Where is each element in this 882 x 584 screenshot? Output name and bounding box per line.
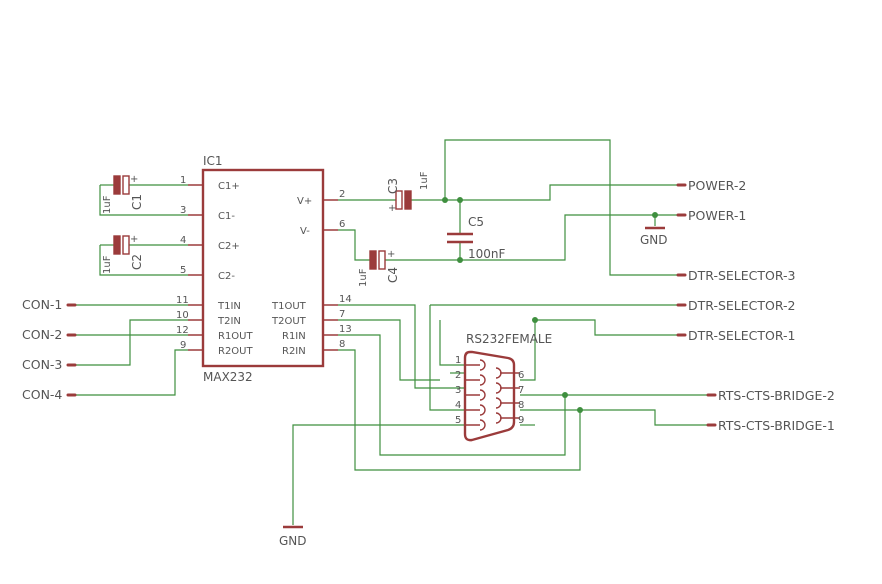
ic-pin-name: C1+: [218, 181, 240, 192]
gnd-symbol: GND: [640, 226, 668, 247]
wires: [75, 139, 710, 525]
cap-ref: C3: [386, 178, 400, 194]
junctions: [442, 197, 658, 413]
ic-pin-name: T2IN: [217, 316, 241, 327]
ic-pin-name: T1OUT: [271, 301, 307, 312]
ic-pin-num: 9: [180, 340, 186, 351]
ic-pin-num: 12: [176, 325, 189, 336]
ic-pin-name: R2OUT: [218, 346, 254, 357]
ic-pin-name: R2IN: [282, 346, 306, 357]
gnd-label: GND: [279, 534, 307, 548]
ic-pin-name: T1IN: [217, 301, 241, 312]
ic-pin-num: 10: [176, 310, 189, 321]
db9-pin-num: 7: [518, 385, 524, 396]
ic-pin-num: 8: [339, 339, 345, 350]
ic-pin-num: 11: [176, 295, 189, 306]
ic-pin-name: R1IN: [282, 331, 306, 342]
capacitor-c3: + C3 1uF: [386, 171, 430, 214]
ic-pin-num: 7: [339, 309, 345, 320]
ic-ref: IC1: [203, 154, 223, 168]
polarity-plus: +: [387, 249, 395, 260]
db9-pin-num: 2: [455, 370, 461, 381]
ic-pin-num: 13: [339, 324, 352, 335]
net-label: POWER-2: [688, 178, 746, 193]
cap-value: 1uF: [358, 268, 369, 287]
ic-pin-num: 3: [180, 205, 186, 216]
net-label: DTR-SELECTOR-2: [688, 298, 796, 313]
net-label: CON-1: [22, 297, 62, 312]
ic-pin-name: C2-: [218, 271, 235, 282]
polarity-plus: +: [130, 174, 138, 185]
ic-pin-name: T2OUT: [271, 316, 307, 327]
ic-pin-num: 4: [180, 235, 186, 246]
ic-max232: IC1 MAX232 1 C1+ 3 C1- 4 C2+ 5 C2- 11 T1…: [176, 154, 352, 384]
cap-value: 100nF: [468, 247, 506, 261]
ic-value: MAX232: [203, 370, 253, 384]
cap-ref: C5: [468, 215, 484, 229]
capacitor-c1: + C1 1uF: [102, 174, 144, 214]
db9-pin-num: 4: [455, 400, 461, 411]
ic-pin-num: 1: [180, 175, 186, 186]
cap-ref: C4: [386, 267, 400, 283]
ic-pin-name: C2+: [218, 241, 240, 252]
net-label: CON-3: [22, 357, 62, 372]
ic-pin-name: R1OUT: [218, 331, 254, 342]
gnd-symbol: GND: [279, 525, 307, 548]
ic-pin-num: 14: [339, 294, 352, 305]
db9-pin-num: 1: [455, 355, 461, 366]
net-label: POWER-1: [688, 208, 746, 223]
ic-pin-name: V+: [297, 196, 312, 207]
net-label: RTS-CTS-BRIDGE-1: [718, 418, 835, 433]
db9-pin-num: 6: [518, 370, 524, 381]
ic-pin-name: C1-: [218, 211, 235, 222]
gnd-label: GND: [640, 233, 668, 247]
net-label: DTR-SELECTOR-1: [688, 328, 796, 343]
db9-pin-num: 8: [518, 400, 524, 411]
ic-pin-name: V-: [300, 226, 310, 237]
net-label: CON-4: [22, 387, 62, 402]
capacitor-c5: C5 100nF: [447, 215, 506, 261]
ic-pin-num: 6: [339, 219, 345, 230]
db9-pin-num: 5: [455, 415, 461, 426]
polarity-plus: +: [388, 203, 396, 214]
db9-connector: RS232FEMALE 1 2 3 4 5 6 7 8 9: [455, 332, 552, 442]
cap-value: 1uF: [102, 195, 113, 214]
cap-value: 1uF: [102, 255, 113, 274]
ic-pin-num: 2: [339, 189, 345, 200]
net-label: CON-2: [22, 327, 62, 342]
connector-name: RS232FEMALE: [466, 332, 552, 346]
cap-value: 1uF: [419, 171, 430, 190]
ic-pin-num: 5: [180, 265, 186, 276]
net-label: RTS-CTS-BRIDGE-2: [718, 388, 835, 403]
net-label: DTR-SELECTOR-3: [688, 268, 796, 283]
db9-pin-num: 3: [455, 385, 461, 396]
net-labels-left: CON-1 CON-2 CON-3 CON-4: [22, 297, 77, 402]
capacitor-c2: + C2 1uF: [102, 234, 144, 274]
polarity-plus: +: [130, 234, 138, 245]
cap-ref: C1: [130, 194, 144, 210]
capacitor-c4: + C4 1uF: [358, 249, 400, 287]
cap-ref: C2: [130, 254, 144, 270]
db9-pin-num: 9: [518, 415, 524, 426]
net-labels-right: POWER-2 POWER-1 DTR-SELECTOR-3 DTR-SELEC…: [676, 178, 835, 433]
